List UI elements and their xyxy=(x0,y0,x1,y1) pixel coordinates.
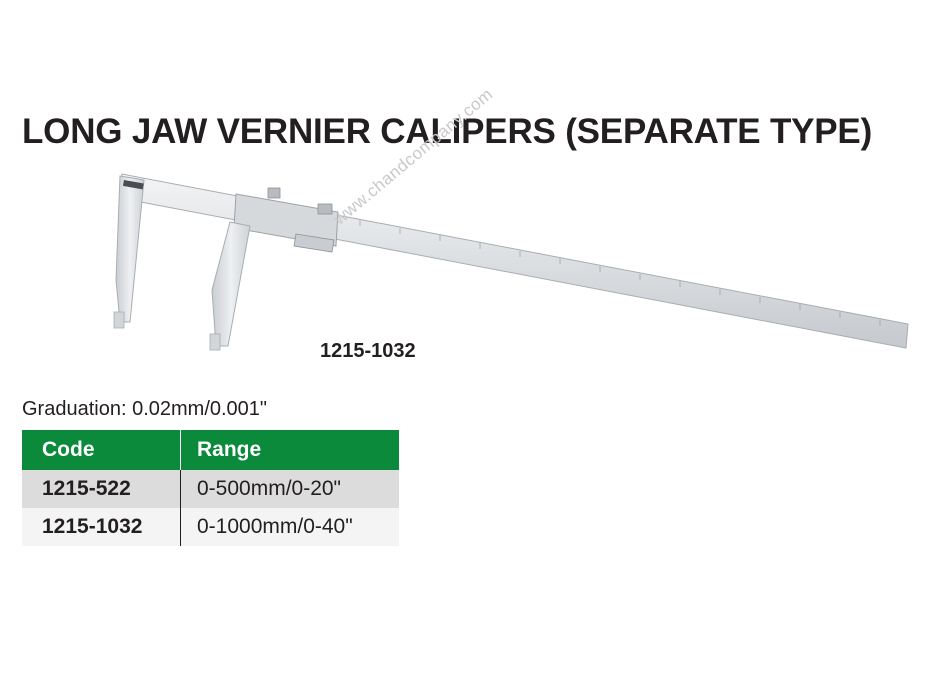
table-row: 1215-522 0-500mm/0-20" xyxy=(22,470,399,508)
column-header-range: Range xyxy=(180,430,399,470)
sliding-head xyxy=(233,193,339,247)
image-caption: 1215-1032 xyxy=(320,340,416,362)
column-header-code: Code xyxy=(22,430,181,470)
movable-jaw xyxy=(211,221,251,347)
table-header-row: Code Range xyxy=(22,430,399,470)
range-cell: 0-1000mm/0-40" xyxy=(180,508,399,546)
spec-table: Code Range 1215-522 0-500mm/0-20" 1215-1… xyxy=(22,430,399,546)
range-cell: 0-500mm/0-20" xyxy=(180,470,399,508)
fine-adjust-clamp xyxy=(293,233,335,253)
caliper-image xyxy=(113,173,909,351)
code-cell: 1215-1032 xyxy=(22,508,181,546)
fixed-jaw xyxy=(115,175,145,323)
table-row: 1215-1032 0-1000mm/0-40" xyxy=(22,508,399,546)
graduation-spec: Graduation: 0.02mm/0.001" xyxy=(22,398,268,420)
page-title: LONG JAW VERNIER CALIPERS (SEPARATE TYPE… xyxy=(22,112,873,151)
code-cell: 1215-522 xyxy=(22,470,181,508)
